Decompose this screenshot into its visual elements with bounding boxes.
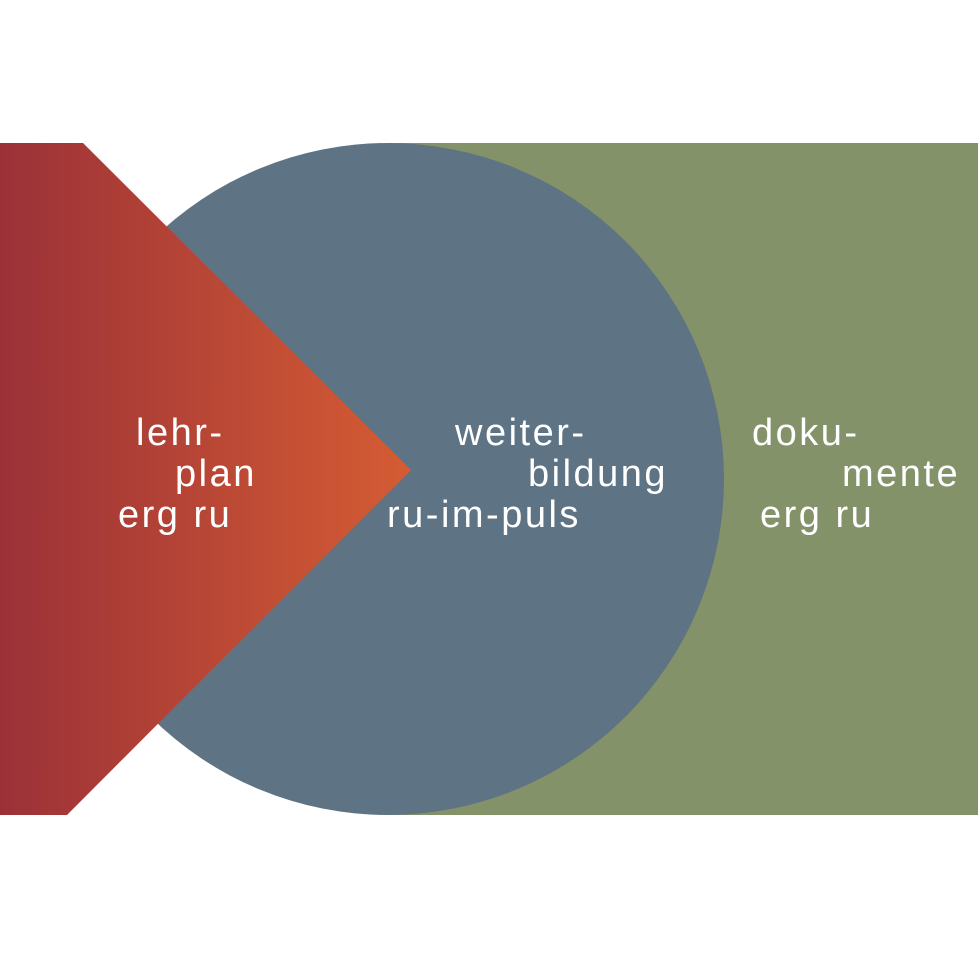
- lehrplan-label-line-2[interactable]: plan: [175, 453, 257, 495]
- dokumente-label-line-1[interactable]: doku-: [752, 412, 860, 454]
- lehrplan-arrow[interactable]: [0, 143, 411, 815]
- weiterbildung-label-line-1[interactable]: weiter-: [455, 412, 587, 454]
- weiterbildung-label-line-2[interactable]: bildung: [528, 453, 669, 495]
- lehrplan-label-line-1[interactable]: lehr-: [136, 412, 225, 454]
- dokumente-label-line-3[interactable]: erg ru: [760, 494, 875, 536]
- lehrplan-label-line-3[interactable]: erg ru: [118, 494, 233, 536]
- weiterbildung-label-line-3[interactable]: ru-im-puls: [387, 494, 581, 536]
- dokumente-label-line-2[interactable]: mente: [842, 453, 961, 495]
